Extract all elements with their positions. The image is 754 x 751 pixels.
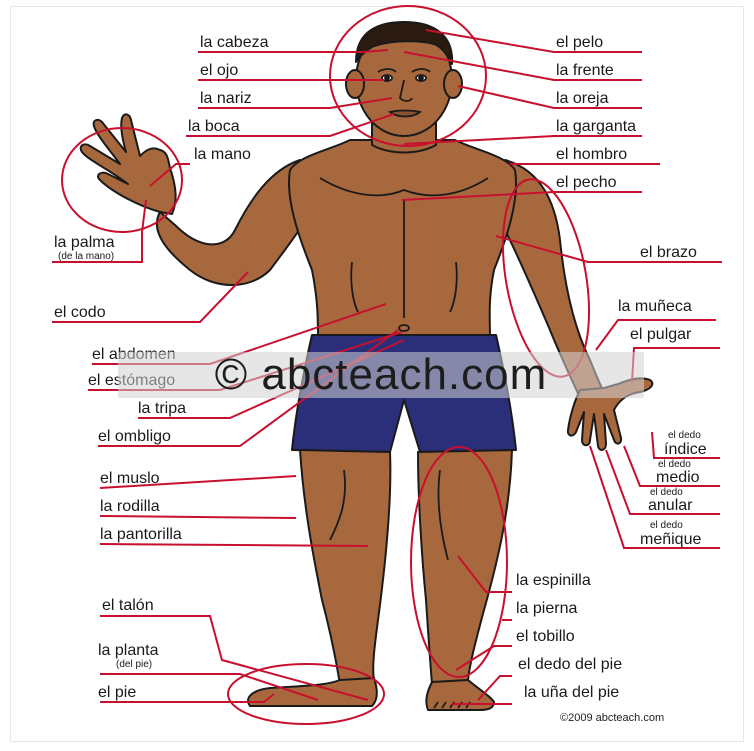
label-planta: la planta — [98, 642, 159, 660]
label-brazo: el brazo — [640, 244, 697, 262]
label-ojo: el ojo — [200, 62, 238, 80]
label-ombligo: el ombligo — [98, 428, 171, 446]
label-hombro: el hombro — [556, 146, 627, 164]
label-dedo-indice-small: el dedo — [668, 430, 701, 441]
left-ear — [346, 70, 364, 98]
label-pelo: el pelo — [556, 34, 603, 52]
label-tripa: la tripa — [138, 400, 186, 418]
label-pulgar: el pulgar — [630, 326, 691, 344]
label-pierna: la pierna — [516, 600, 577, 618]
line-pulgar — [632, 348, 720, 382]
label-menique: meñique — [640, 531, 701, 549]
label-planta-sub: (del pie) — [116, 659, 152, 670]
label-talon: el talón — [102, 597, 154, 615]
label-anular: anular — [648, 497, 692, 515]
label-frente: la frente — [556, 62, 614, 80]
label-pie: el pie — [98, 684, 136, 702]
label-rodilla: la rodilla — [100, 498, 160, 516]
label-muslo: el muslo — [100, 470, 160, 488]
label-tobillo: el tobillo — [516, 628, 575, 646]
watermark: © abcteach.com — [118, 352, 644, 398]
right-ear — [444, 70, 462, 98]
label-boca: la boca — [188, 118, 240, 136]
label-oreja: la oreja — [556, 90, 608, 108]
label-palma: la palma — [54, 234, 114, 252]
label-espinilla: la espinilla — [516, 572, 591, 590]
label-dedo-pie: el dedo del pie — [518, 656, 622, 674]
line-pelo — [426, 30, 642, 52]
label-pecho: el pecho — [556, 174, 617, 192]
label-pantorilla: la pantorilla — [100, 526, 182, 544]
label-garganta: la garganta — [556, 118, 636, 136]
label-muneca: la muñeca — [618, 298, 692, 316]
label-nariz: la nariz — [200, 90, 252, 108]
label-cabeza: la cabeza — [200, 34, 269, 52]
line-rodilla — [100, 516, 296, 518]
label-dedo-menique-small: el dedo — [650, 520, 683, 531]
label-palma-sub: (de la mano) — [58, 251, 114, 262]
label-mano: la mano — [194, 146, 251, 164]
label-indice: índice — [664, 441, 707, 459]
label-codo: el codo — [54, 304, 106, 322]
copyright-text: ©2009 abcteach.com — [560, 712, 664, 724]
torso — [289, 140, 516, 340]
label-una-pie: la uña del pie — [524, 684, 619, 702]
left-hand — [81, 114, 176, 214]
right-leg — [418, 450, 512, 684]
label-medio: medio — [656, 469, 700, 487]
